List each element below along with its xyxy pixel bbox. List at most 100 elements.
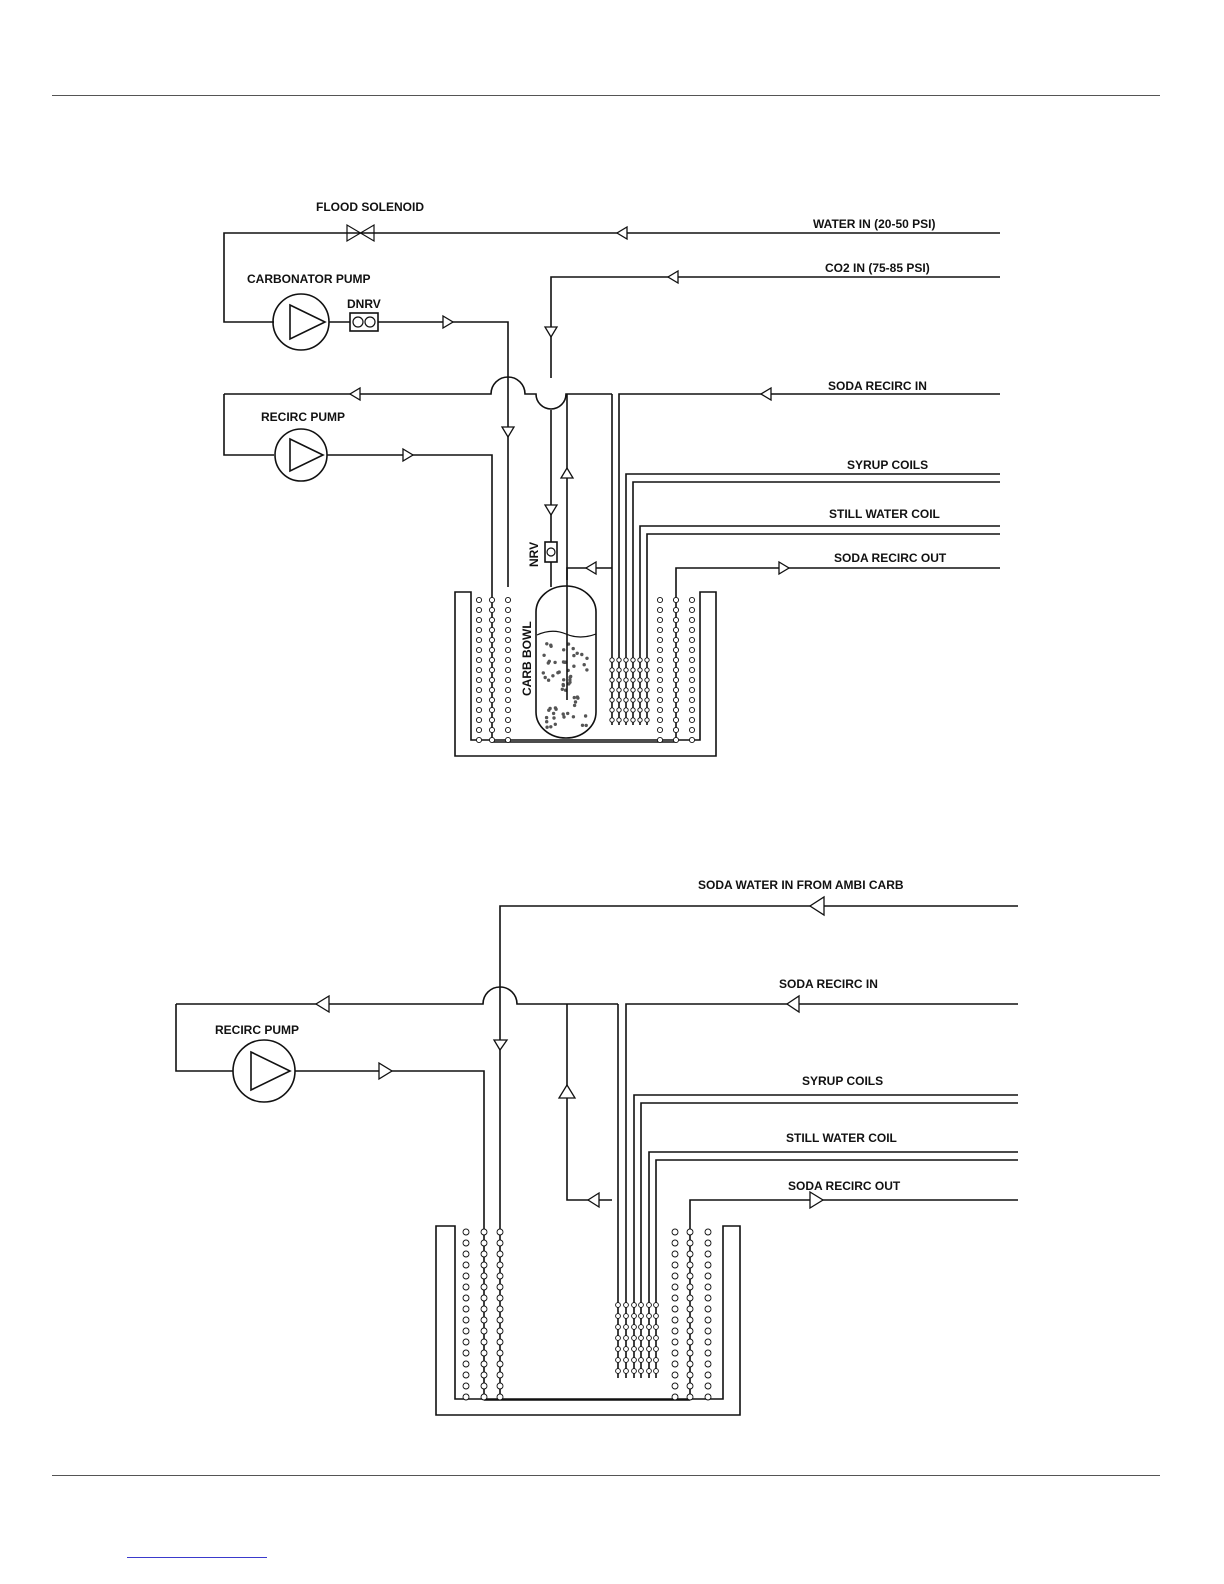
coil-circle: [654, 1347, 659, 1352]
coil-circle: [489, 697, 494, 702]
coil-circle: [463, 1372, 469, 1378]
coil-circle: [489, 617, 494, 622]
coil-circle: [654, 1314, 659, 1319]
coil-circle: [687, 1229, 693, 1235]
coil-circle: [610, 688, 614, 692]
coil-circle: [638, 718, 642, 722]
coil-circle: [476, 677, 481, 682]
coil-circle: [489, 667, 494, 672]
coil-circle: [705, 1240, 711, 1246]
coil-circle: [481, 1240, 487, 1246]
co2-bubble: [572, 715, 575, 718]
coil-circle: [647, 1347, 652, 1352]
coil-circle: [463, 1240, 469, 1246]
co2-bubble: [576, 652, 579, 655]
coil-circle: [654, 1369, 659, 1374]
coil-circle: [489, 687, 494, 692]
co2-bubble: [545, 716, 548, 719]
coil-circle: [476, 607, 481, 612]
coil-circle: [639, 1325, 644, 1330]
coil-circle: [638, 708, 642, 712]
coil-circle: [689, 687, 694, 692]
coil-circle: [705, 1394, 711, 1400]
co2-bubble: [561, 688, 564, 691]
co2-in-arrow: [668, 271, 678, 283]
coil-circle: [673, 707, 678, 712]
coil-circle: [463, 1284, 469, 1290]
coil-circle: [673, 627, 678, 632]
coil-circle: [489, 727, 494, 732]
coil-circle: [463, 1317, 469, 1323]
coil-circle: [657, 737, 662, 742]
coil-circle: [497, 1394, 503, 1400]
carb-feed-down-arrow: [502, 427, 514, 437]
coil-circle: [687, 1284, 693, 1290]
coil-circle: [657, 707, 662, 712]
co2-bubble: [580, 653, 583, 656]
coil-circle: [689, 647, 694, 652]
coil-circle: [616, 1369, 621, 1374]
coil-circle: [497, 1383, 503, 1389]
coil-circle: [481, 1394, 487, 1400]
coil-circle: [624, 688, 628, 692]
co2-bubble: [576, 695, 579, 698]
coil-circle: [505, 667, 510, 672]
coil-circle: [489, 657, 494, 662]
coil-circle: [481, 1317, 487, 1323]
coil-circle: [505, 707, 510, 712]
coil-circle: [672, 1350, 678, 1356]
coil-circle: [639, 1369, 644, 1374]
label-flood-solenoid: FLOOD SOLENOID: [316, 200, 424, 214]
co2-bubble: [572, 654, 575, 657]
coil-circle: [624, 1347, 629, 1352]
coil-circle: [673, 667, 678, 672]
coil-circle: [647, 1325, 652, 1330]
recirc-pump-bottom: [233, 1040, 295, 1102]
coil-circle: [673, 657, 678, 662]
coil-circle: [705, 1328, 711, 1334]
coil-circle: [631, 718, 635, 722]
coil-circle: [657, 727, 662, 732]
co2-bubble: [545, 726, 548, 729]
coil-circle: [505, 617, 510, 622]
coil-circle: [673, 597, 678, 602]
co2-bubble: [554, 723, 557, 726]
coil-circle: [505, 627, 510, 632]
coil-circle: [489, 737, 494, 742]
coil-circle: [654, 1336, 659, 1341]
coil-circle: [687, 1361, 693, 1367]
coil-circle: [672, 1262, 678, 1268]
coil-circle: [481, 1383, 487, 1389]
coil-circle: [616, 1336, 621, 1341]
coil-circle: [616, 1325, 621, 1330]
coil-circle: [654, 1358, 659, 1363]
coil-circle: [672, 1229, 678, 1235]
co2-bubble: [583, 663, 586, 666]
coil-circle: [705, 1273, 711, 1279]
coil-circle: [673, 687, 678, 692]
coil-circle: [489, 677, 494, 682]
coil-circle: [610, 668, 614, 672]
coil-circle: [672, 1317, 678, 1323]
soda-water-in-arrow: [810, 897, 824, 915]
co2-bubble: [552, 712, 555, 715]
water-in-arrow: [617, 227, 627, 239]
coil-circle: [672, 1306, 678, 1312]
co2-bubble: [573, 704, 576, 707]
recirc-out-arrow: [403, 449, 413, 461]
coil-circle: [639, 1336, 644, 1341]
coil-circle: [689, 677, 694, 682]
recirc-pump-inlet-line-bottom: [176, 1004, 233, 1071]
co2-bubble: [568, 681, 571, 684]
coil-circle: [672, 1394, 678, 1400]
recirc-return-line: [224, 377, 612, 409]
coil-circle: [657, 607, 662, 612]
coil-circle: [632, 1358, 637, 1363]
coil-circle: [476, 597, 481, 602]
coil-circle: [631, 658, 635, 662]
coil-circle: [463, 1339, 469, 1345]
co2-bubble: [562, 712, 565, 715]
coil-circle: [624, 1358, 629, 1363]
coil-circle: [638, 678, 642, 682]
co2-bubble: [569, 675, 572, 678]
